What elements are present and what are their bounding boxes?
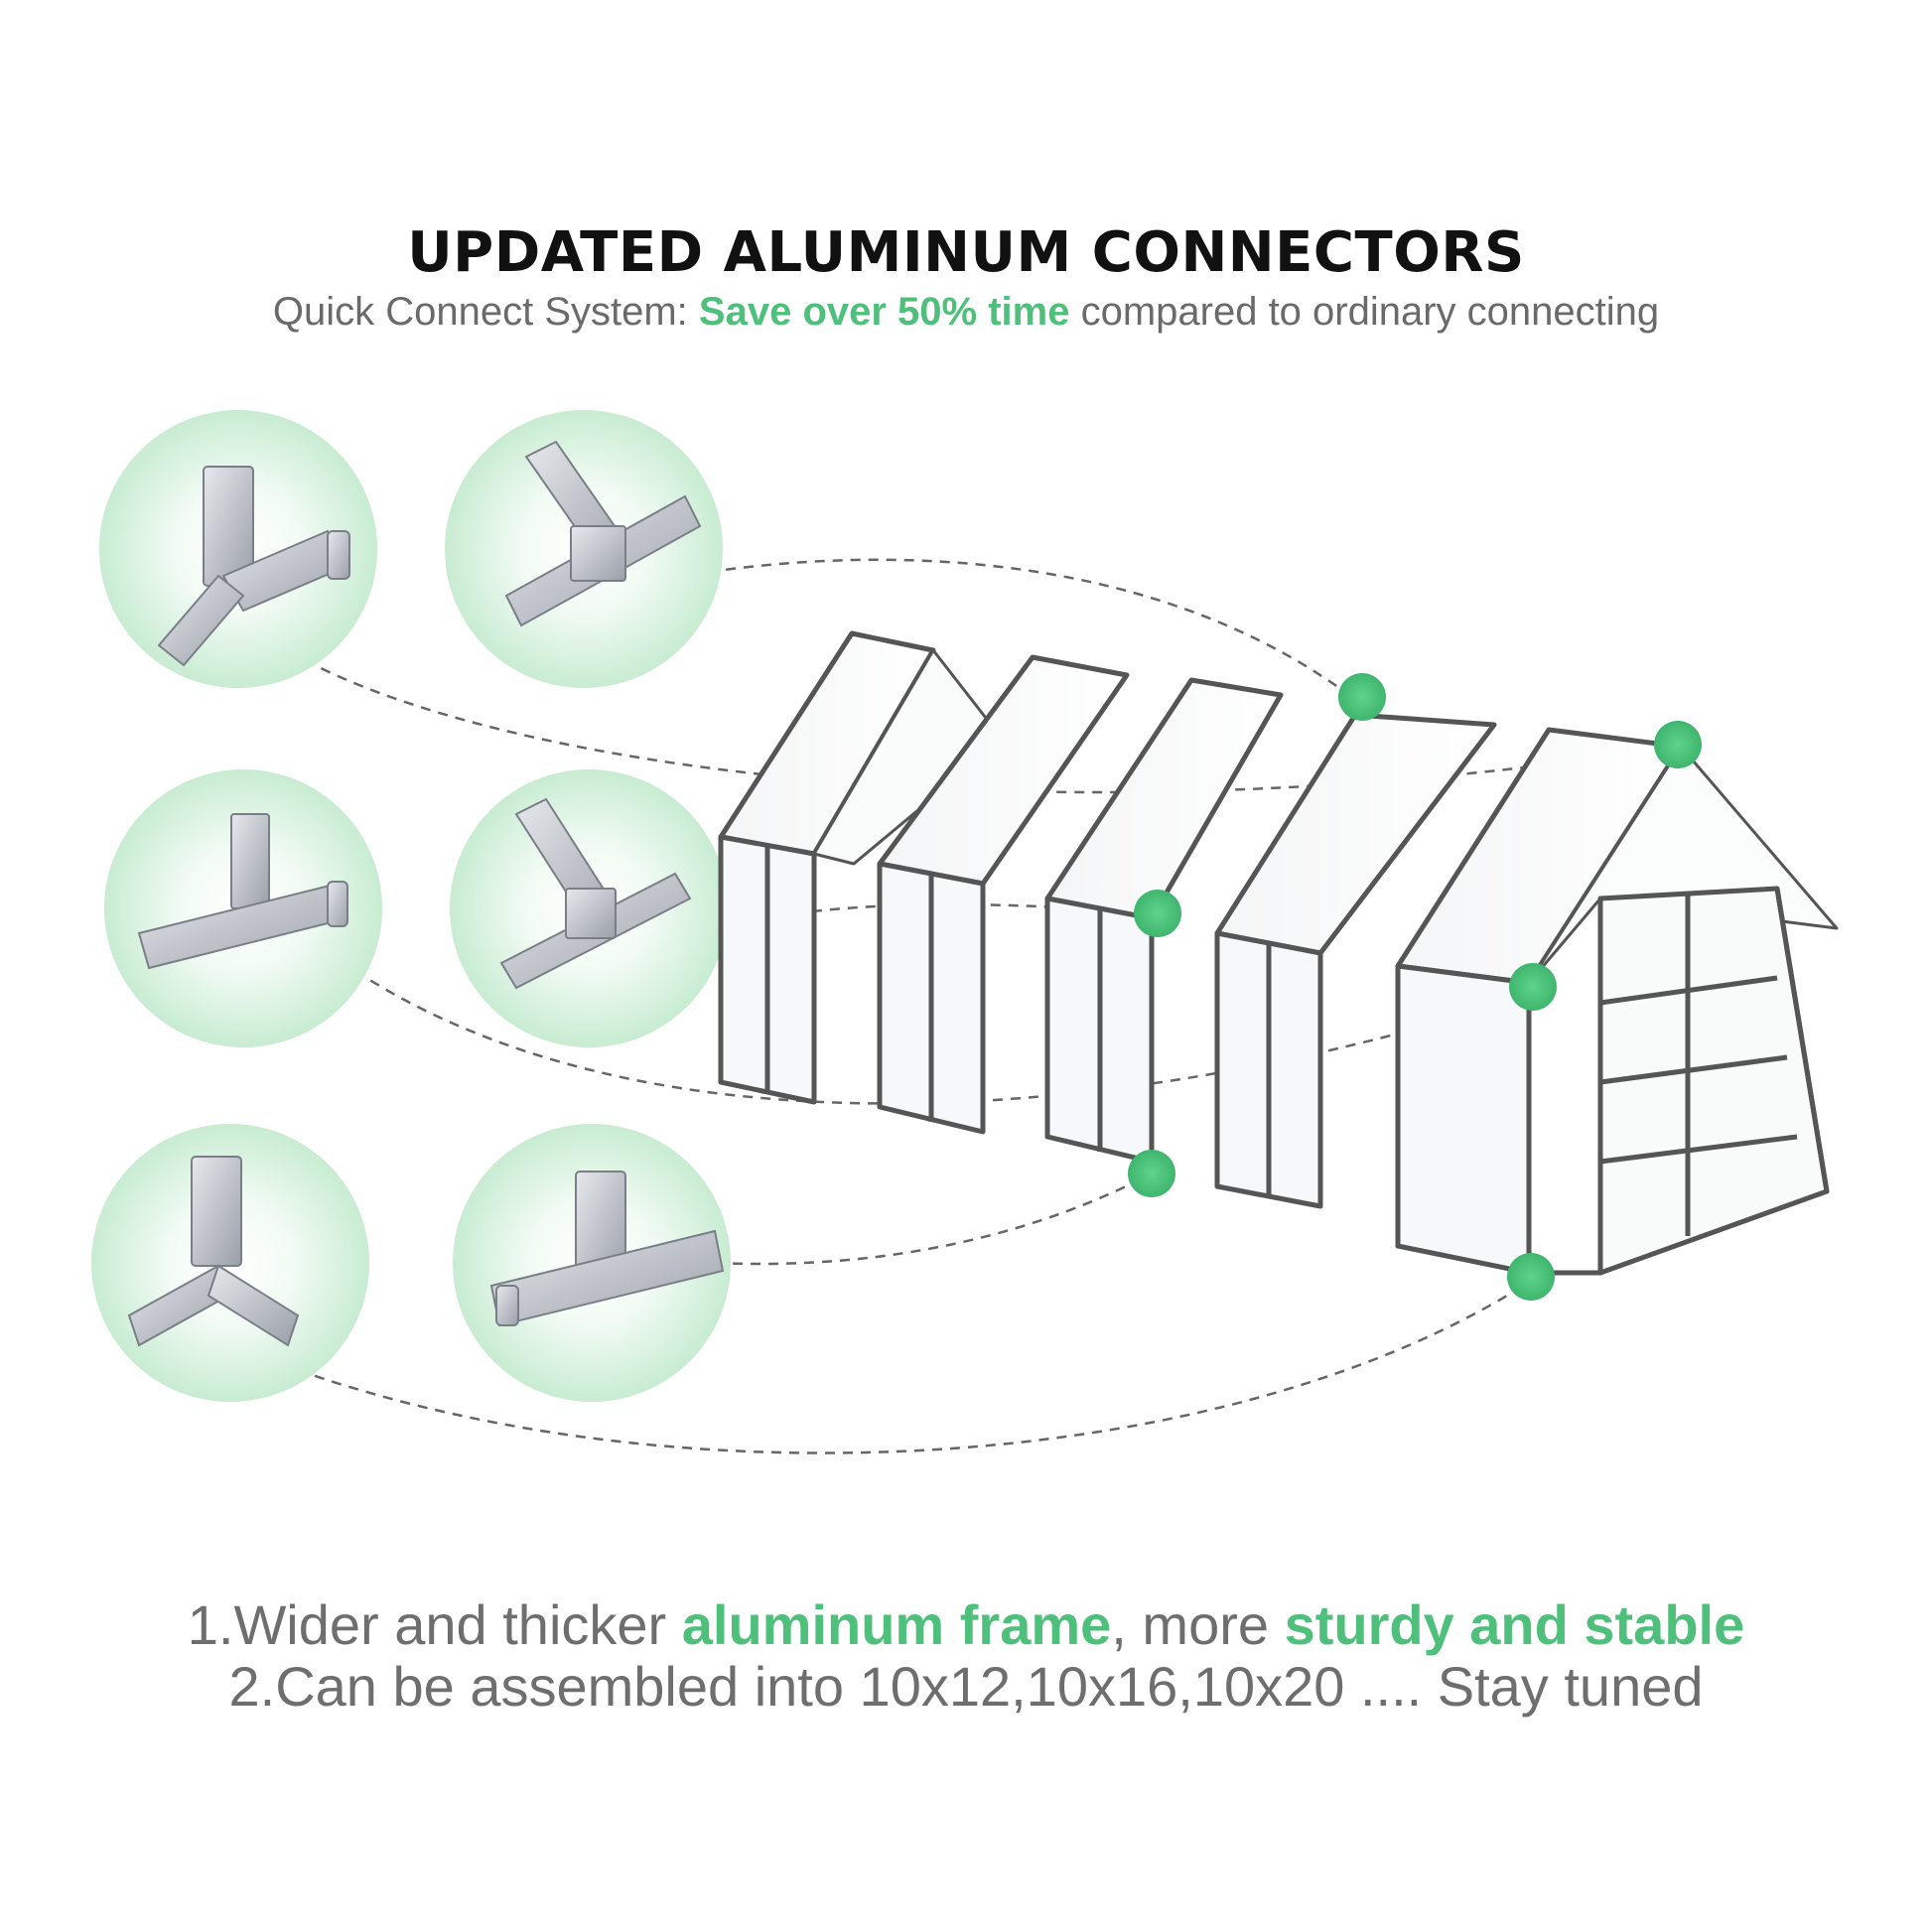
feature-line-2: 2.Can be assembled into 10x12,10x16,10x2…	[228, 1655, 1704, 1718]
greenhouse-section-4	[1214, 712, 1497, 1209]
subtitle-highlight: Save over 50% time	[698, 290, 1070, 334]
marker-dot-4	[1509, 963, 1557, 1011]
feature-1-highlight-frame: aluminum frame	[681, 1593, 1112, 1656]
three-way-base-connector	[91, 1124, 369, 1402]
feature-line-1: 1.Wider and thicker aluminum frame, more…	[0, 1592, 1932, 1657]
feature-1-highlight-sturdy: sturdy and stable	[1284, 1593, 1745, 1656]
connector-3way-icon	[157, 466, 350, 667]
cross-connector-2	[450, 769, 728, 1047]
marker-dot-5	[1128, 1150, 1175, 1197]
marker-dot-1	[1338, 673, 1386, 721]
connector-t-icon	[489, 1171, 725, 1327]
three-way-corner-connector-2	[104, 769, 382, 1047]
connector-3way-icon	[137, 813, 349, 970]
guide-line-1	[654, 558, 1363, 706]
connector-3way-base-icon	[127, 1156, 300, 1347]
feature-1-prefix: 1.Wider and thicker	[187, 1593, 682, 1656]
feature-1-middle: , more	[1111, 1593, 1285, 1656]
greenhouse-section-2	[877, 654, 1130, 1135]
three-way-corner-connector-1	[99, 410, 377, 688]
marker-dot-3	[1134, 890, 1181, 937]
page-subtitle: Quick Connect System: Save over 50% time…	[0, 290, 1932, 335]
connector-thumbnails	[91, 410, 731, 1402]
greenhouse-section-3	[1044, 677, 1284, 1165]
greenhouse-frame	[718, 630, 1839, 1276]
cross-connector-1	[445, 410, 723, 688]
subtitle-prefix: Quick Connect System:	[272, 290, 699, 334]
connector-4way-icon	[504, 440, 702, 627]
guide-line-6	[297, 1279, 1532, 1454]
guide-line-5	[714, 1172, 1153, 1266]
marker-dot-2	[1654, 721, 1702, 768]
greenhouse-section-1	[718, 630, 1005, 1105]
page-title: UPDATED ALUMINUM CONNECTORS	[407, 220, 1525, 285]
connection-point-markers	[1128, 673, 1702, 1301]
t-base-connector	[453, 1124, 731, 1402]
connector-4way-icon	[499, 797, 692, 990]
greenhouse-section-5	[1395, 727, 1839, 1276]
subtitle-suffix: compared to ordinary connecting	[1069, 290, 1660, 334]
marker-dot-6	[1507, 1253, 1555, 1301]
